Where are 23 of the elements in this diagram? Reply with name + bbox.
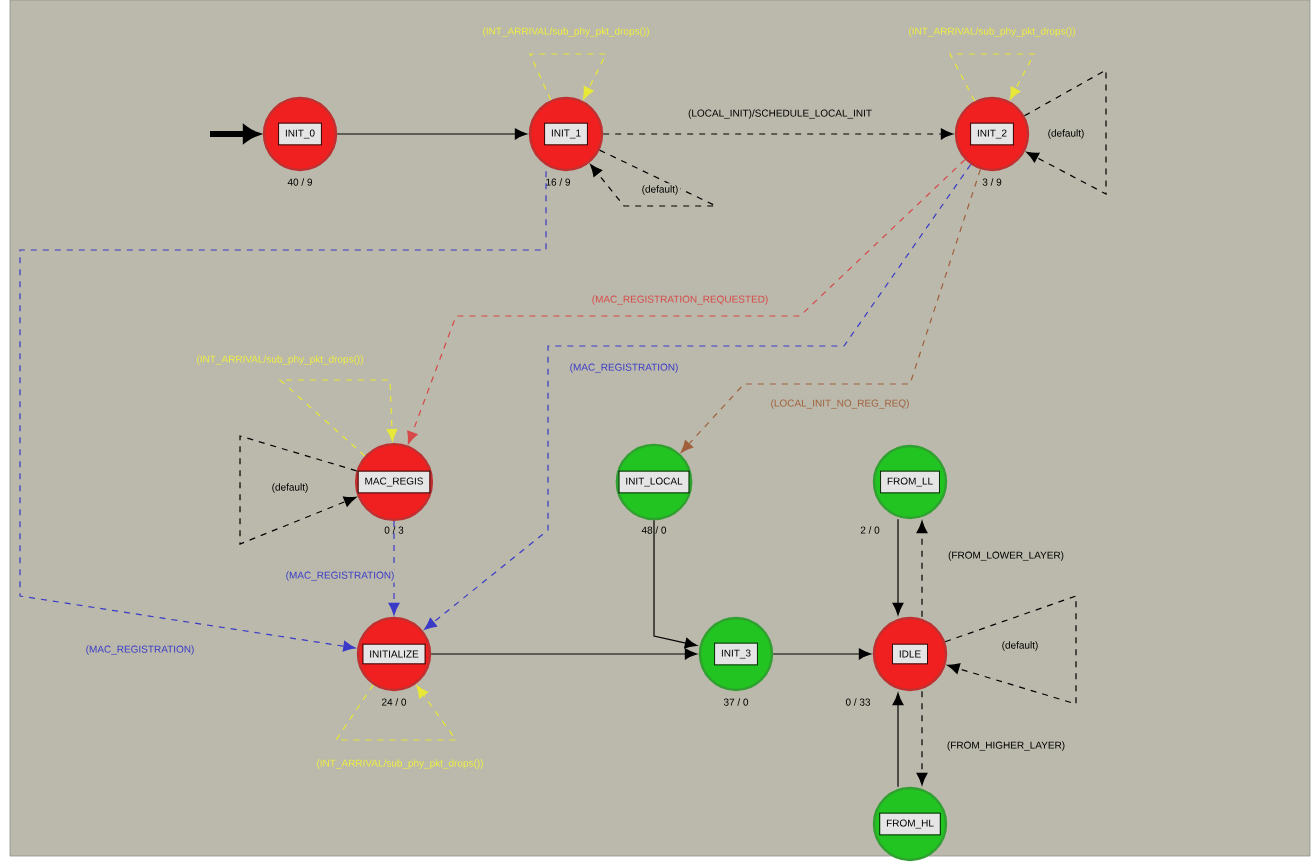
arrow [388,520,400,616]
arrow [653,519,698,649]
arrow [892,518,904,616]
arrow [602,128,954,140]
arrow [590,149,719,207]
arrow [430,648,698,660]
arrow [944,595,1077,705]
arrow [334,684,458,741]
arrow [1023,68,1107,195]
arrow [278,379,398,457]
arrow [949,53,1035,102]
arrow [407,159,966,444]
arrow [239,435,358,545]
arrow [19,170,547,652]
arrow [529,53,607,101]
arrow [916,690,928,786]
arrow [424,163,972,630]
arrow [210,125,259,143]
arrow [772,648,872,660]
arrow [680,168,981,453]
arrow [892,692,904,788]
arrow [336,128,528,140]
arrow [916,520,928,618]
